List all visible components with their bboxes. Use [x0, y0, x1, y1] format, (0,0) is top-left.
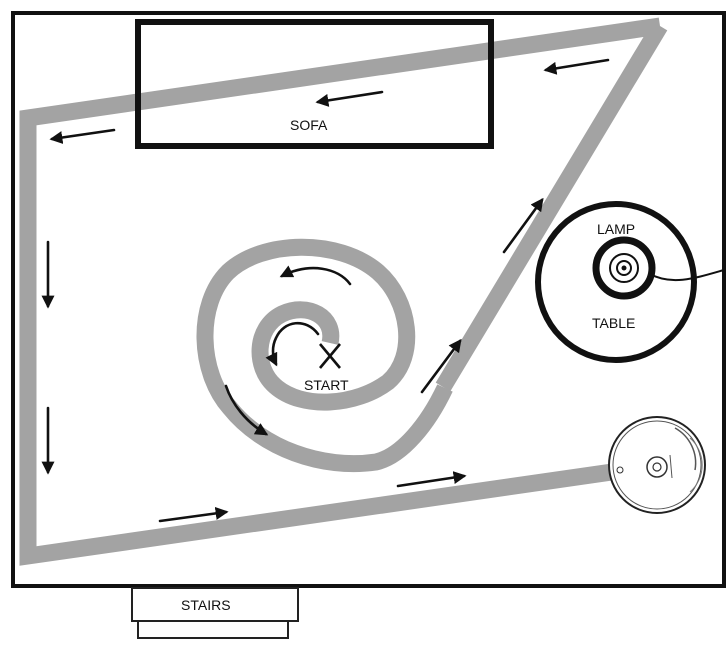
lamp-cord: [649, 269, 725, 282]
table: [535, 201, 697, 363]
arrow-spiral-top: [279, 265, 352, 286]
stairs-step-lower: [137, 619, 289, 639]
arrow-bottom-middle: [396, 471, 467, 488]
arrow-spiral-left: [224, 384, 269, 436]
start-label: START: [304, 377, 349, 393]
arrow-top-right: [543, 58, 610, 75]
stairs-step-upper: [131, 587, 299, 622]
outer-cleaning-path: [19, 17, 668, 566]
outer-path-arrows: [41, 58, 610, 523]
arrow-top-middle: [315, 90, 384, 107]
table-label: TABLE: [592, 315, 635, 331]
lamp-icon: [592, 236, 656, 300]
arrow-bottom-left: [158, 506, 229, 523]
sofa: [135, 19, 494, 149]
x-mark-icon: [319, 343, 341, 369]
robot-vacuum-icon: [608, 416, 706, 514]
arrow-spiral-inner: [265, 321, 320, 367]
stairs-label: STAIRS: [181, 597, 231, 613]
arrow-diagonal-upper: [502, 197, 544, 254]
arrow-top-left: [49, 128, 116, 144]
arrow-diagonal-lower: [420, 338, 462, 394]
spiral-cleaning-path: [196, 238, 453, 473]
lamp-label: LAMP: [597, 221, 635, 237]
spiral-path-arrows: [224, 265, 352, 436]
sofa-label: SOFA: [290, 117, 328, 133]
